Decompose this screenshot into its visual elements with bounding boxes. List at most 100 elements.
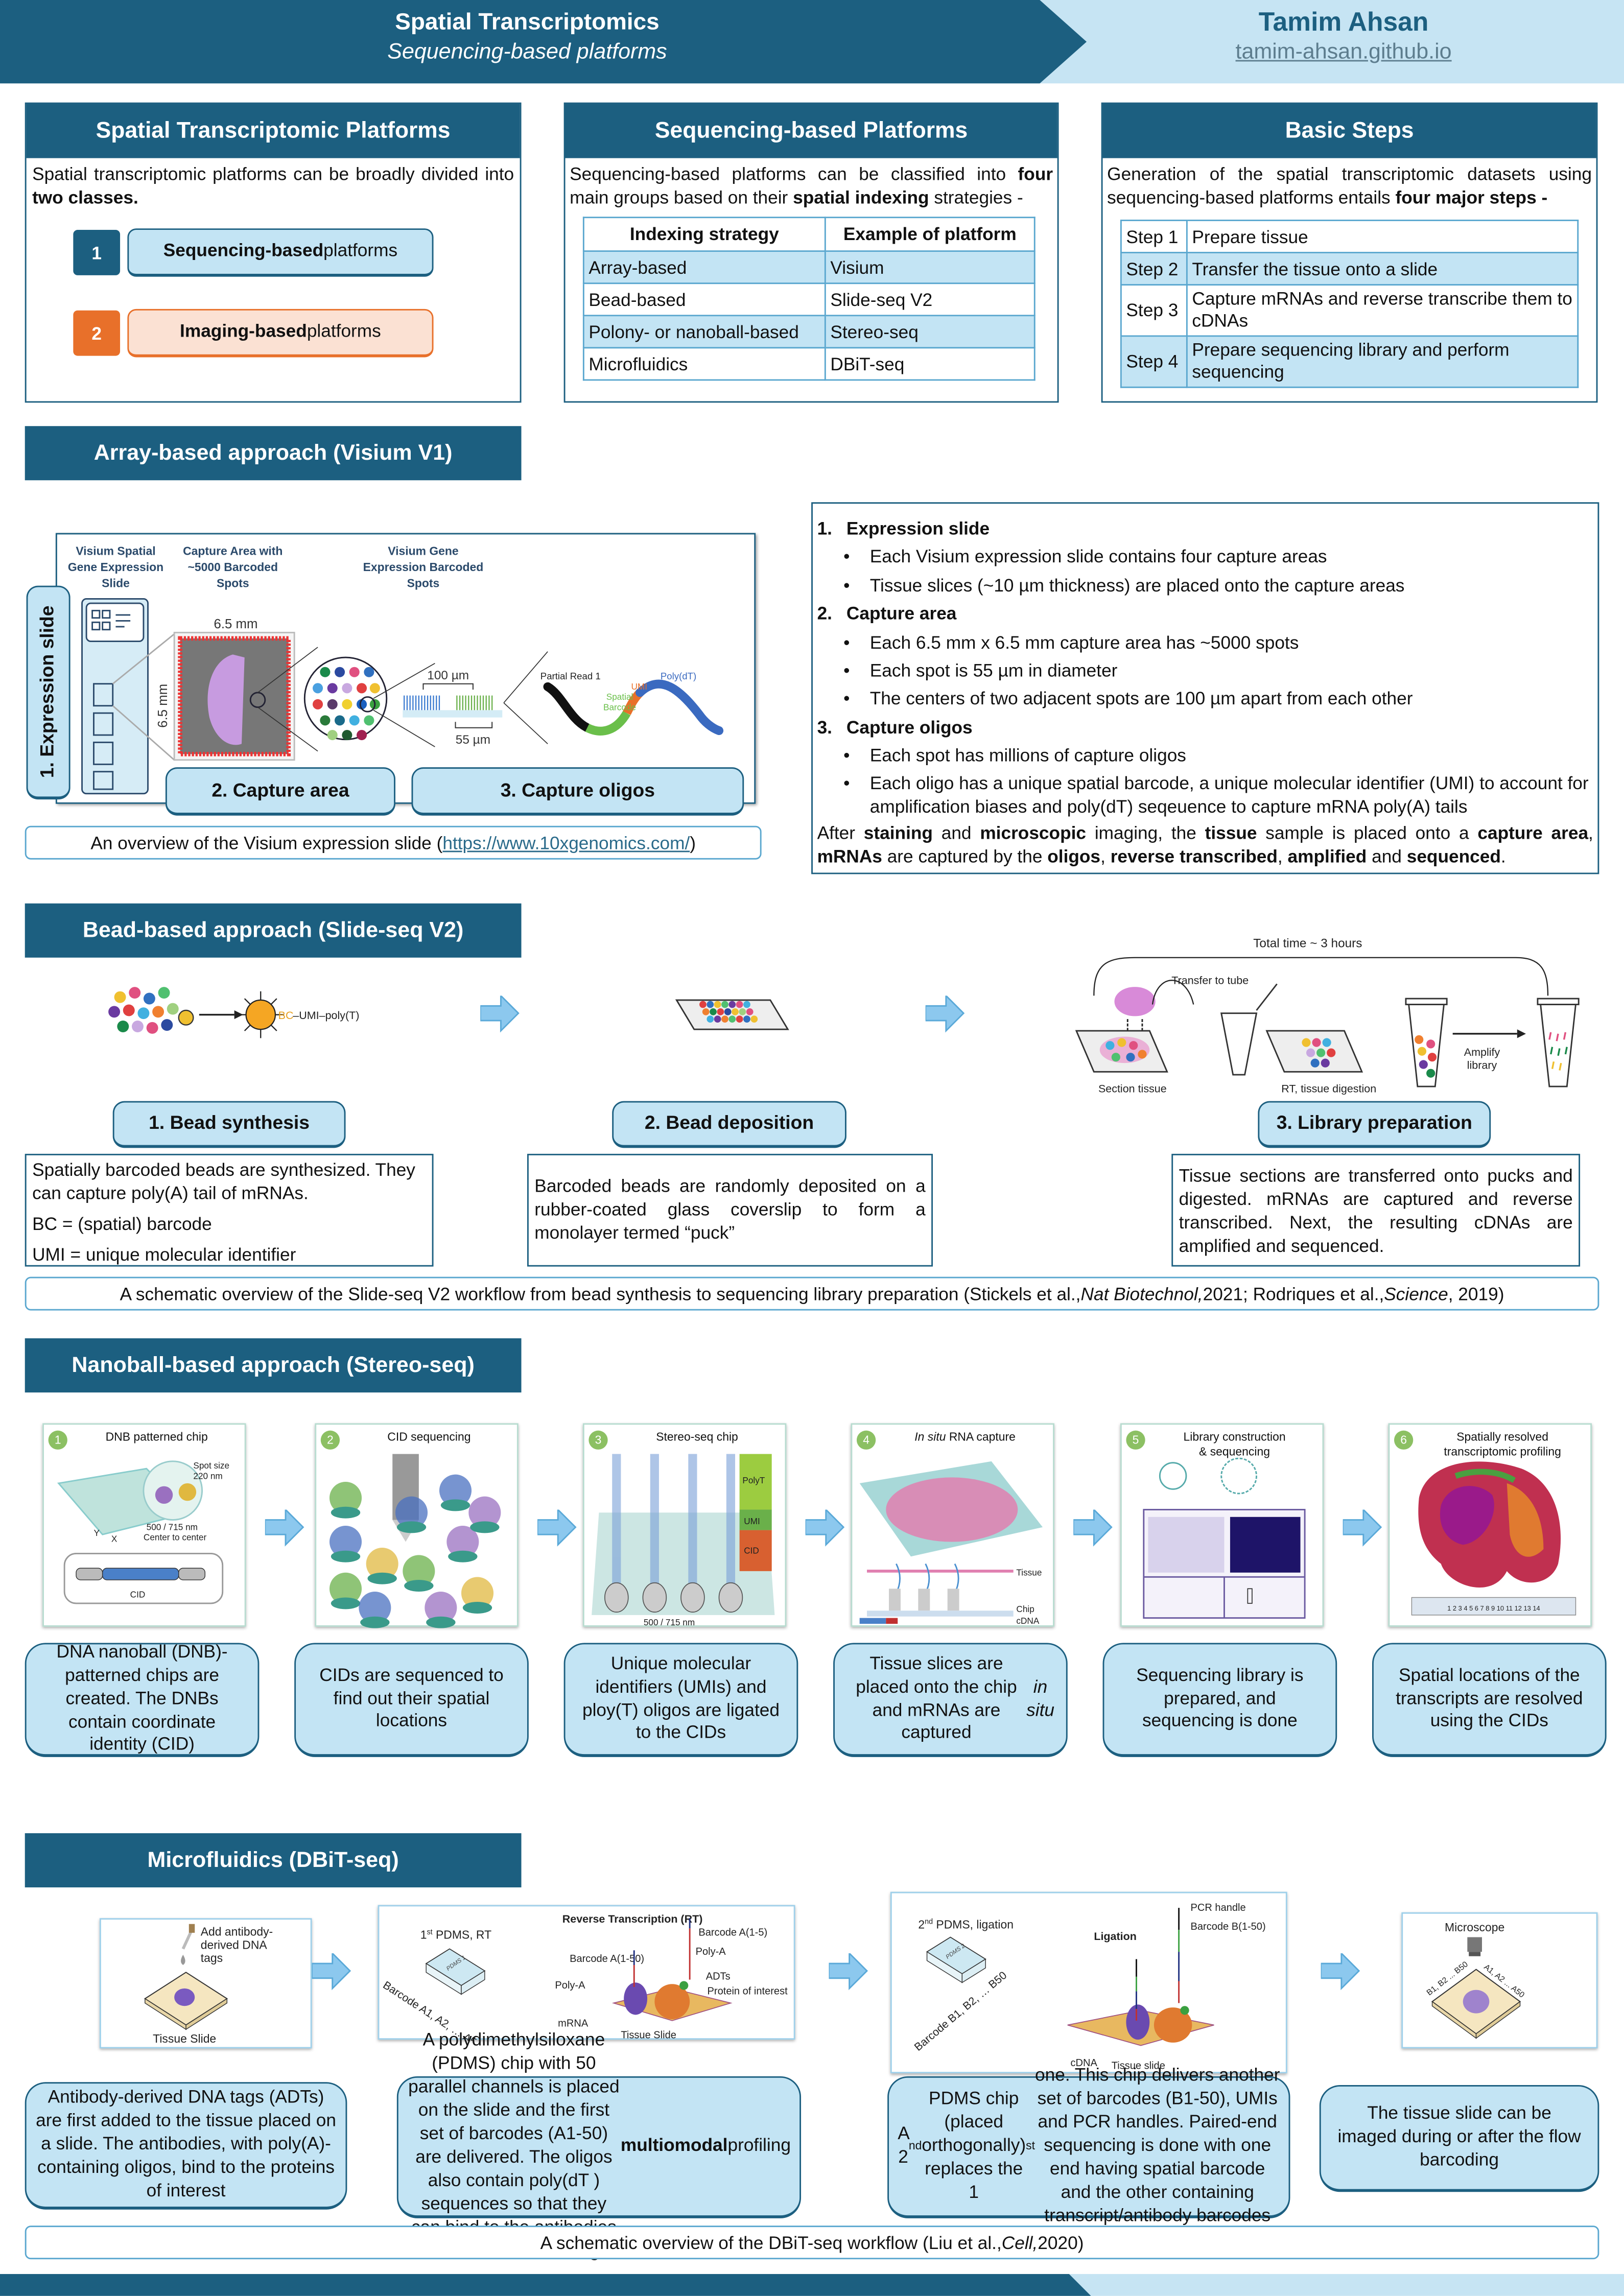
visium-section-title: Array-based approach (Visium V1)	[25, 426, 522, 481]
dbit-rt-figure: 1st PDMS, RT PDMS 1 Barcode A1, A2, … A5…	[378, 1905, 795, 2051]
umi-label: UMI	[631, 681, 648, 692]
fig-label: Center to center	[144, 1532, 207, 1543]
text-run: st	[1026, 2139, 1035, 2152]
stereoseq-step-text: Sequencing library is prepared, and sequ…	[1102, 1643, 1337, 1757]
visium-caption: An overview of the Visium expression sli…	[25, 825, 762, 860]
text-run: Imaging-based	[180, 320, 307, 341]
text-run: Stereo-seq chip	[656, 1430, 738, 1444]
platform-imaging-based: Imaging-based platforms	[127, 309, 434, 358]
fig-label: Visium Spatial	[76, 544, 155, 557]
dbit-adt-figure: Add antibody- derived DNA tags Tissue Sl…	[99, 1918, 312, 2049]
stereoseq-illustration: Spot size 220 nm 500 / 715 nm Center to …	[57, 1460, 229, 1604]
table-header-row: Indexing strategy Example of platform	[582, 217, 1035, 252]
fig-label: Poly-A	[555, 1980, 585, 1991]
fig-label: cDNA	[1016, 1616, 1039, 1626]
text-run: main groups based on their	[570, 187, 793, 208]
fig-label: UMI	[744, 1516, 760, 1526]
library-label: library	[1467, 1059, 1497, 1072]
stereoseq-panel: 5 Library construction & sequencing	[1120, 1423, 1324, 1627]
stereoseq-panel: Spot size 220 nm 500 / 715 nm Center to …	[42, 1423, 246, 1627]
table-cell: Array-based	[582, 250, 826, 285]
dbit-step4-text: The tissue slide can be imaged during or…	[1319, 2085, 1599, 2192]
pdms2-label: 2nd PDMS, ligation	[918, 1918, 1014, 1931]
text-run: four	[1018, 164, 1053, 185]
arrow-right-icon	[829, 1953, 868, 1991]
text-run: The tissue slide can be imaged during or…	[1337, 2102, 1581, 2170]
text-run: Sequencing-based platforms can be classi…	[570, 164, 1018, 185]
text-run: capture area	[1477, 822, 1589, 843]
text-run: tissue	[1205, 822, 1257, 843]
bead-deposition-illustration	[675, 999, 789, 1030]
polydt-label: Poly(dT)	[661, 671, 696, 681]
fig-label: Barcode A(1-50)	[570, 1953, 644, 1964]
text-run: )	[690, 832, 696, 853]
visium-illustration: Visium Spatial Gene Expression Slide Cap…	[68, 544, 724, 795]
detail-expression-slide: 1.Expression slide •Each Visium expressi…	[817, 515, 1593, 599]
step-number-badge: 6	[1394, 1430, 1414, 1450]
umi-polyt-label: –UMI–poly(T)	[293, 1009, 359, 1022]
text-run: sample is placed onto a	[1257, 822, 1478, 843]
microscope-label: Microscope	[1445, 1921, 1504, 1934]
detail-heading: 2.Capture area	[817, 601, 1593, 628]
text-run: two classes.	[32, 187, 138, 208]
text-run: Sequencing-based	[163, 240, 324, 261]
expression-slide-icon	[81, 598, 175, 795]
stereoseq-illustration	[329, 1454, 501, 1628]
tissue-icon	[1463, 1990, 1490, 2014]
text-run: Generation of the spatial transcriptomic…	[1107, 164, 1592, 208]
fig-label: Barcode B(1-50)	[1191, 1921, 1266, 1932]
indexing-strategy-table: Indexing strategy Example of platform Ar…	[582, 217, 1035, 381]
panel-title: Library construction & sequencing	[1148, 1431, 1321, 1460]
dbit-microscope-figure: Microscope B1, B2 ... B50 A1, A2 ... A50	[1401, 1912, 1598, 2049]
step-number-badge: 3	[589, 1430, 608, 1450]
detail-heading: 1.Expression slide	[817, 515, 1593, 542]
step-text: Transfer the tissue onto a slide	[1186, 252, 1579, 286]
text-run: ,	[1277, 845, 1288, 867]
text-run: oligos	[1047, 845, 1101, 867]
partial-read-label: Partial Read 1	[540, 671, 601, 681]
visium-figure: Visium Spatial Gene Expression Slide Cap…	[55, 533, 756, 804]
author-website-link[interactable]: tamim-ahsan.github.io	[1235, 39, 1452, 65]
text-run: A 2	[898, 2123, 910, 2167]
fig-label: mRNA	[558, 2018, 589, 2029]
stereoseq-panel: PolyT UMI CID 500 / 715 nm 3 Stereo-seq …	[582, 1423, 787, 1627]
text-run: and	[932, 822, 980, 843]
stereoseq-step-text: Spatial locations of the transcripts are…	[1372, 1643, 1607, 1757]
poster-title: Spatial Transcriptomics	[395, 10, 660, 35]
arrow-right-icon	[925, 996, 965, 1033]
fig-label: Add antibody-	[201, 1925, 273, 1938]
fig-label: Tissue Slide	[621, 2029, 676, 2041]
detail-number: 1.	[817, 518, 832, 539]
brain-section-icon	[1114, 987, 1156, 1016]
table-cell: Slide-seq V2	[824, 282, 1035, 317]
detail-capture-oligos: 3.Capture oligos •Each spot has millions…	[817, 714, 1593, 818]
capture-oligo-graphic: Partial Read 1 Spatial Barcode UMI Poly(…	[540, 671, 724, 736]
bullet-text: Each spot is 55 µm in diameter	[869, 660, 1118, 681]
step-number-badge: 1	[48, 1430, 67, 1450]
text-run: amplified	[1287, 845, 1367, 867]
text-run: Unique molecular identifiers (UMIs) and …	[582, 1652, 780, 1743]
fig-label: Spot size	[193, 1460, 229, 1471]
stereoseq-step-text: Unique molecular identifiers (UMIs) and …	[563, 1643, 798, 1757]
fig-label: CID	[744, 1545, 759, 1555]
fig-label: Protein of interest	[708, 1985, 788, 1997]
amplify-label: Amplify	[1464, 1046, 1500, 1058]
capture-area-graphic: 6.5 mm 6.5 mm	[156, 617, 295, 761]
text-run[interactable]: https://www.10xgenomics.com/	[442, 832, 690, 853]
text-run: An overview of the Visium expression sli…	[90, 832, 443, 853]
stereoseq-section-title: Nanoball-based approach (Stereo-seq)	[25, 1338, 522, 1393]
text-run: A schematic overview of the DBiT-seq wor…	[540, 2232, 1002, 2253]
bullet-item: •Each Visium expression slide contains f…	[843, 544, 1593, 571]
arrow-right-icon	[1321, 1953, 1360, 1991]
text-run: Spatially resolved	[1456, 1430, 1548, 1444]
seq-platforms-intro: Sequencing-based platforms can be classi…	[566, 158, 1057, 214]
arrow-right-icon	[480, 996, 520, 1033]
text-run: Spatial locations of the transcripts are…	[1396, 1664, 1583, 1732]
step-number: Step 1	[1120, 219, 1188, 253]
arrow-right-icon	[1073, 1509, 1113, 1547]
step-text: Prepare tissue	[1186, 219, 1579, 253]
bc-label: BC	[278, 1009, 294, 1022]
text-run: nd	[908, 2139, 922, 2152]
